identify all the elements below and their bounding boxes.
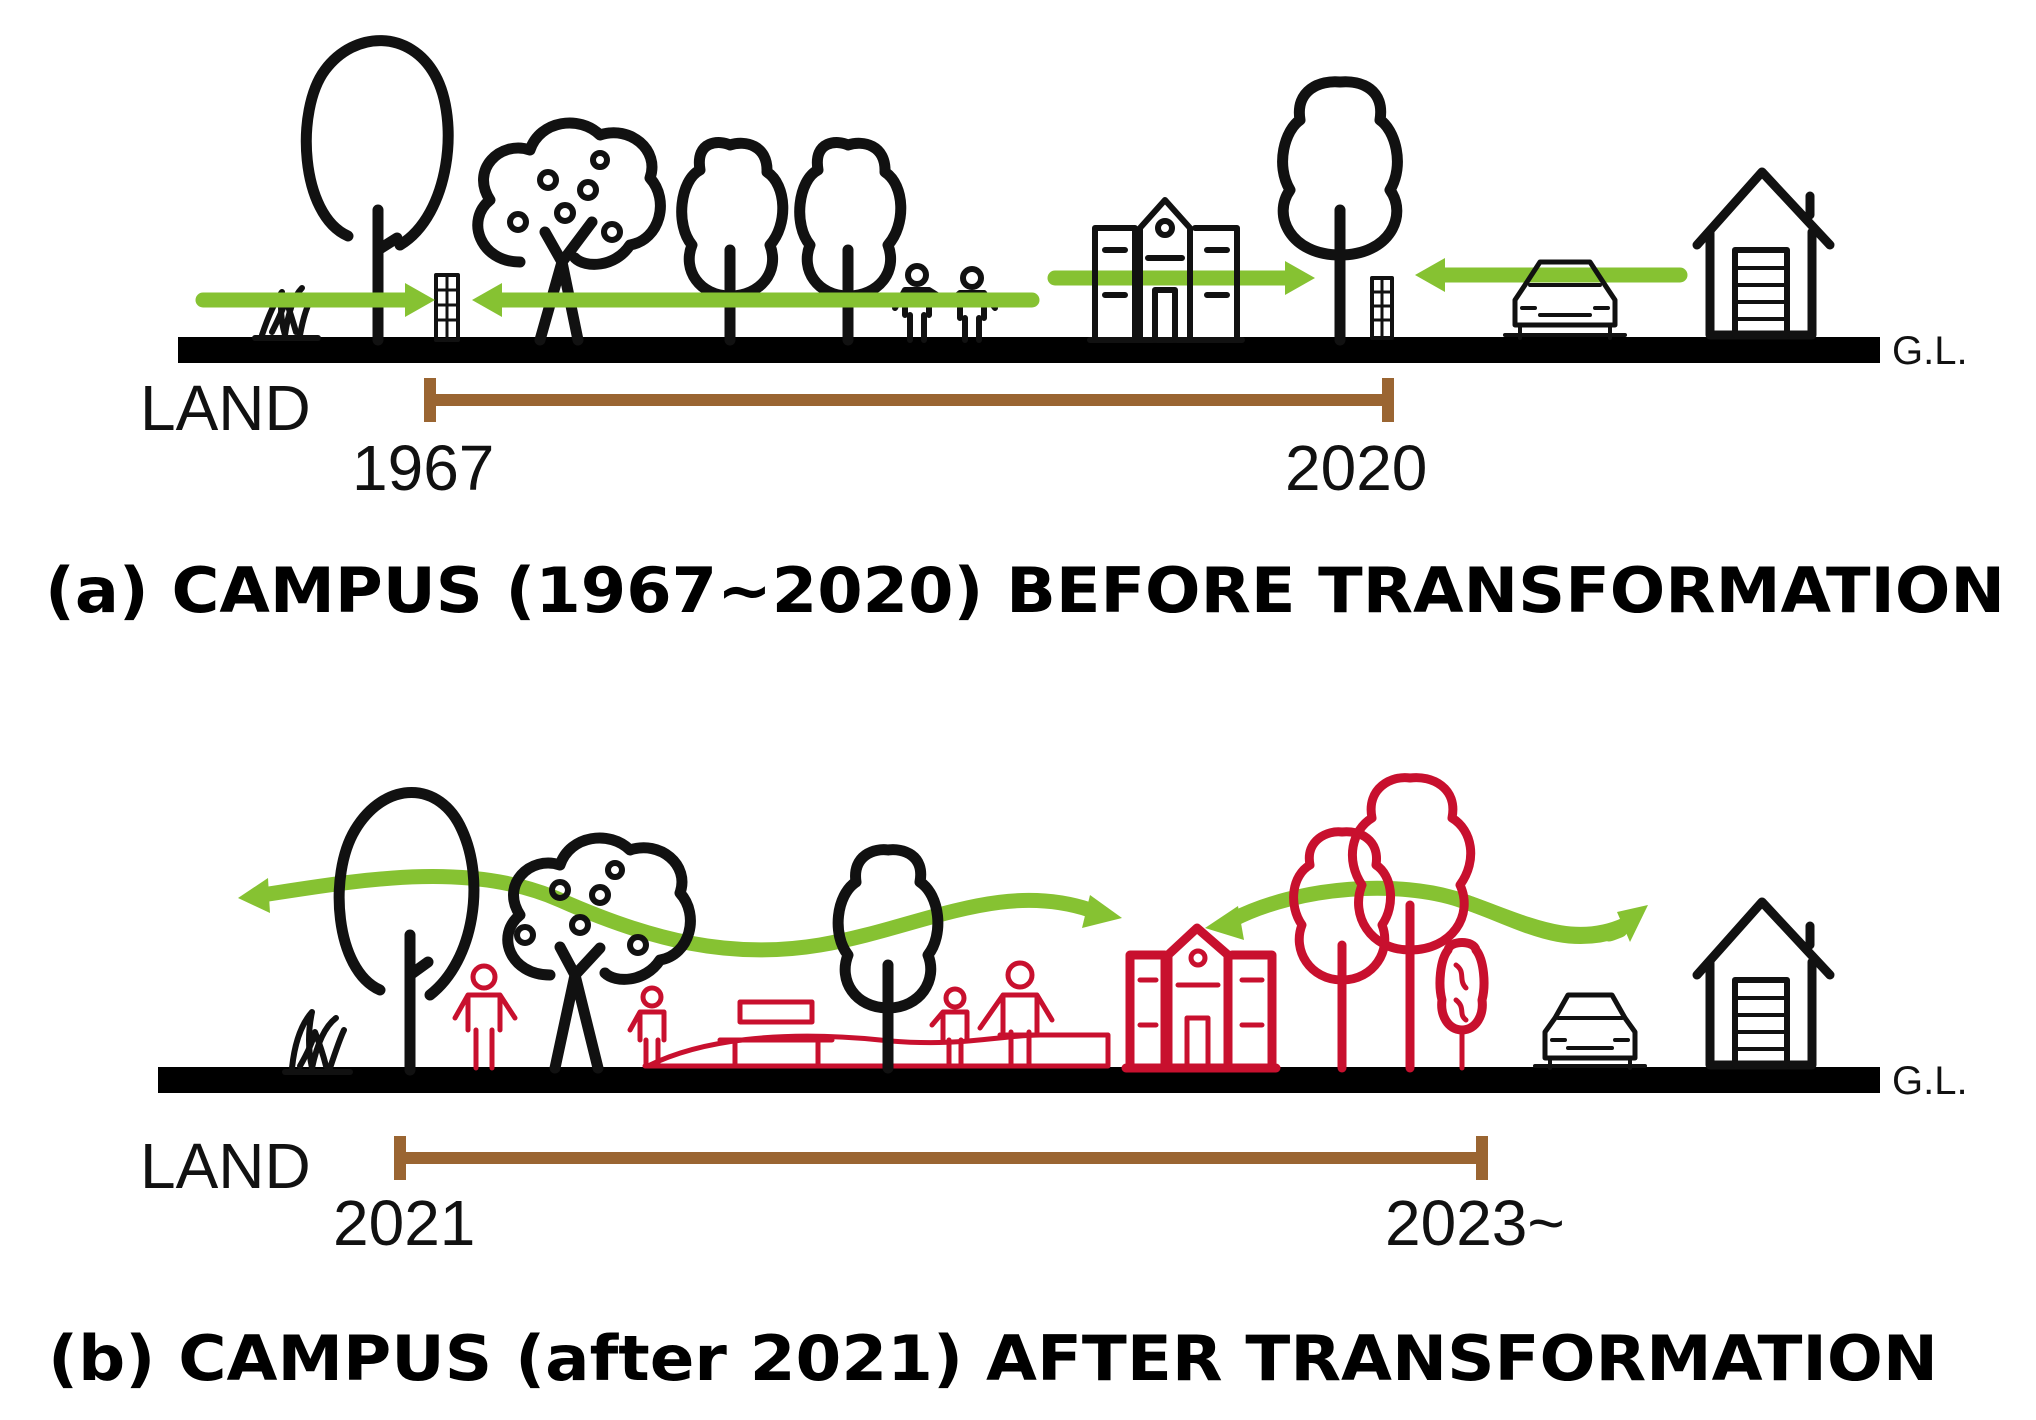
round-tree-icon	[1347, 773, 1476, 1073]
round-tree-icon	[1435, 938, 1489, 1071]
tall-tree-icon	[333, 787, 480, 1076]
land-label-a: LAND	[140, 372, 311, 444]
panel-b: G.L. LAND 2021 2023~ (b) CAMPUS (after 2…	[48, 773, 1968, 1395]
fruit-tree-icon	[502, 832, 696, 1074]
gl-label-b: G.L.	[1892, 1059, 1968, 1103]
house-icon	[1692, 167, 1835, 340]
house-icon	[1692, 897, 1835, 1070]
tall-tree-icon	[300, 35, 454, 346]
end-year-a: 2020	[1285, 432, 1427, 504]
bench-icon	[642, 999, 1111, 1069]
round-tree-icon	[676, 137, 789, 346]
airflow-arrow-icon	[1415, 258, 1688, 292]
round-tree-icon	[1277, 76, 1403, 346]
end-year-b: 2023~	[1385, 1187, 1565, 1259]
people-icon	[929, 960, 1055, 1069]
timeline-bar-a	[424, 378, 1394, 422]
airflow-arrow-icon	[1205, 880, 1648, 945]
car-icon	[1533, 992, 1647, 1070]
car-icon	[1503, 259, 1627, 340]
people-icon	[452, 963, 518, 1071]
gl-label-a: G.L.	[1892, 329, 1968, 373]
land-label-b: LAND	[140, 1130, 311, 1202]
start-year-b: 2021	[333, 1187, 475, 1259]
people-icon	[627, 985, 667, 1069]
school-building-icon	[1087, 197, 1245, 343]
airflow-arrow-icon	[472, 283, 1040, 317]
grass-icon	[282, 1009, 353, 1075]
caption-a: (a) CAMPUS (1967~2020) BEFORE TRANSFORMA…	[45, 554, 2005, 627]
panel-a: G.L. LAND 1967 2020 (a) CAMPUS (1967~202…	[45, 35, 2005, 627]
timeline-bar-b	[394, 1136, 1488, 1180]
school-building-icon	[1121, 923, 1281, 1073]
fence-icon	[1370, 276, 1394, 340]
fence-icon	[434, 273, 460, 342]
round-tree-icon	[794, 137, 907, 346]
caption-b: (b) CAMPUS (after 2021) AFTER TRANSFORMA…	[48, 1322, 1938, 1395]
round-tree-icon	[1289, 827, 1396, 1073]
fruit-tree-icon	[472, 117, 666, 346]
round-tree-icon	[832, 844, 944, 1074]
airflow-arrow-icon	[195, 283, 435, 317]
start-year-a: 1967	[352, 432, 494, 504]
